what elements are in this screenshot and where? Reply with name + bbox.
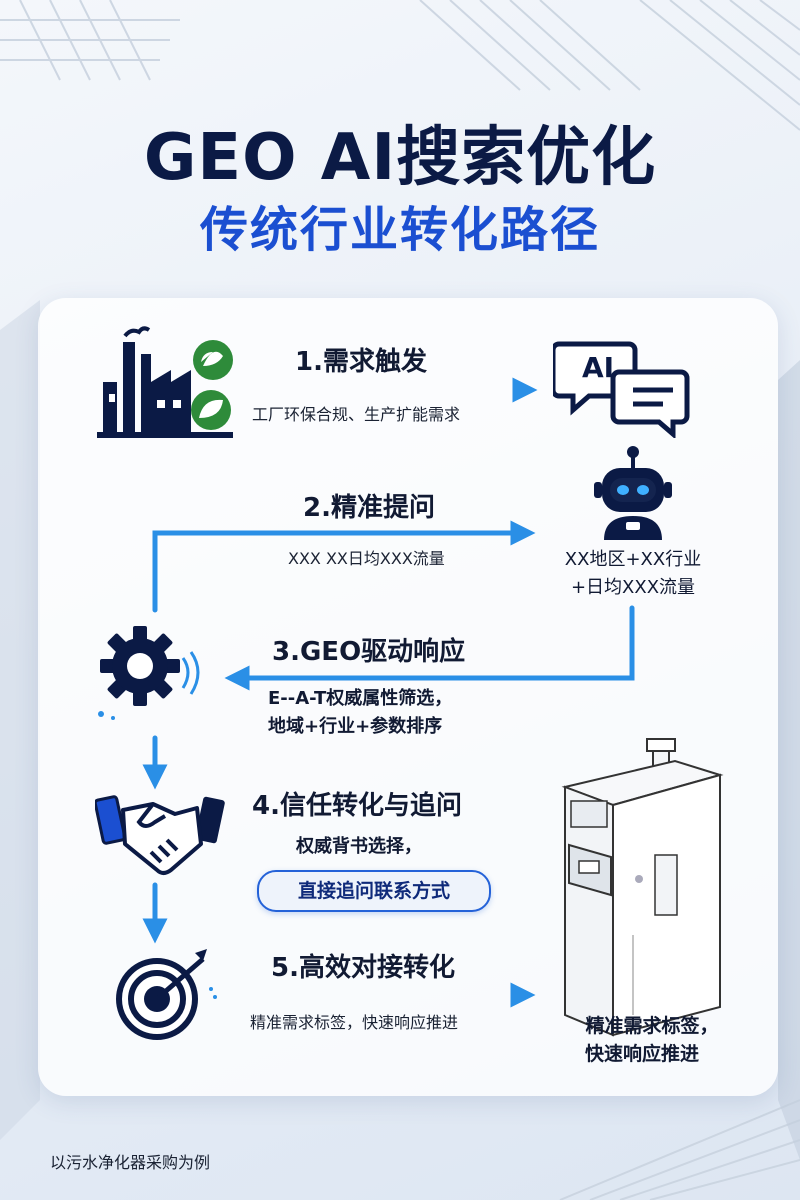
step3-desc-line1: E--A-T权威属性筛选， bbox=[268, 688, 453, 709]
step2-desc: XXX XX日均XXX流量 bbox=[288, 549, 445, 568]
page-title: GEO AI搜索优化 bbox=[143, 121, 657, 195]
step4-desc: 权威背书选择， bbox=[296, 836, 422, 857]
handshake-icon bbox=[95, 795, 225, 875]
result-label-line1: 精准需求标签， bbox=[585, 1015, 719, 1037]
contact-highlight-badge: 直接追问联系方式 bbox=[257, 870, 491, 912]
step2-title: 2.精准提问 bbox=[303, 493, 435, 523]
ai-bubble-text: AI bbox=[581, 351, 615, 384]
step4-title: 4.信任转化与追问 bbox=[252, 791, 462, 821]
robot-icon bbox=[594, 446, 672, 540]
step1-title: 1.需求触发 bbox=[295, 347, 427, 377]
arrow-step2 bbox=[152, 520, 536, 613]
result-label-line2: 快速响应推进 bbox=[584, 1043, 699, 1065]
query-label-line1: XX地区+XX行业 bbox=[564, 549, 702, 570]
step3-title: 3.GEO驱动响应 bbox=[272, 637, 466, 667]
footnote: 以污水净化器采购为例 bbox=[50, 1153, 211, 1172]
step5-title: 5.高效对接转化 bbox=[271, 953, 455, 983]
query-label-line2: +日均XXX流量 bbox=[570, 577, 696, 598]
ai-chat-icon: AI bbox=[553, 338, 693, 438]
step1-desc: 工厂环保合规、生产扩能需求 bbox=[252, 405, 461, 424]
step3-desc-line2: 地域+行业+参数排序 bbox=[268, 716, 443, 737]
arrow-step3 bbox=[224, 605, 635, 691]
step5-desc: 精准需求标签，快速响应推进 bbox=[250, 1013, 459, 1032]
target-icon bbox=[116, 949, 217, 1040]
gear-icon bbox=[98, 626, 200, 720]
factory-icon bbox=[97, 326, 233, 438]
page-subtitle: 传统行业转化路径 bbox=[199, 202, 600, 258]
water-purifier-image bbox=[561, 738, 724, 1037]
